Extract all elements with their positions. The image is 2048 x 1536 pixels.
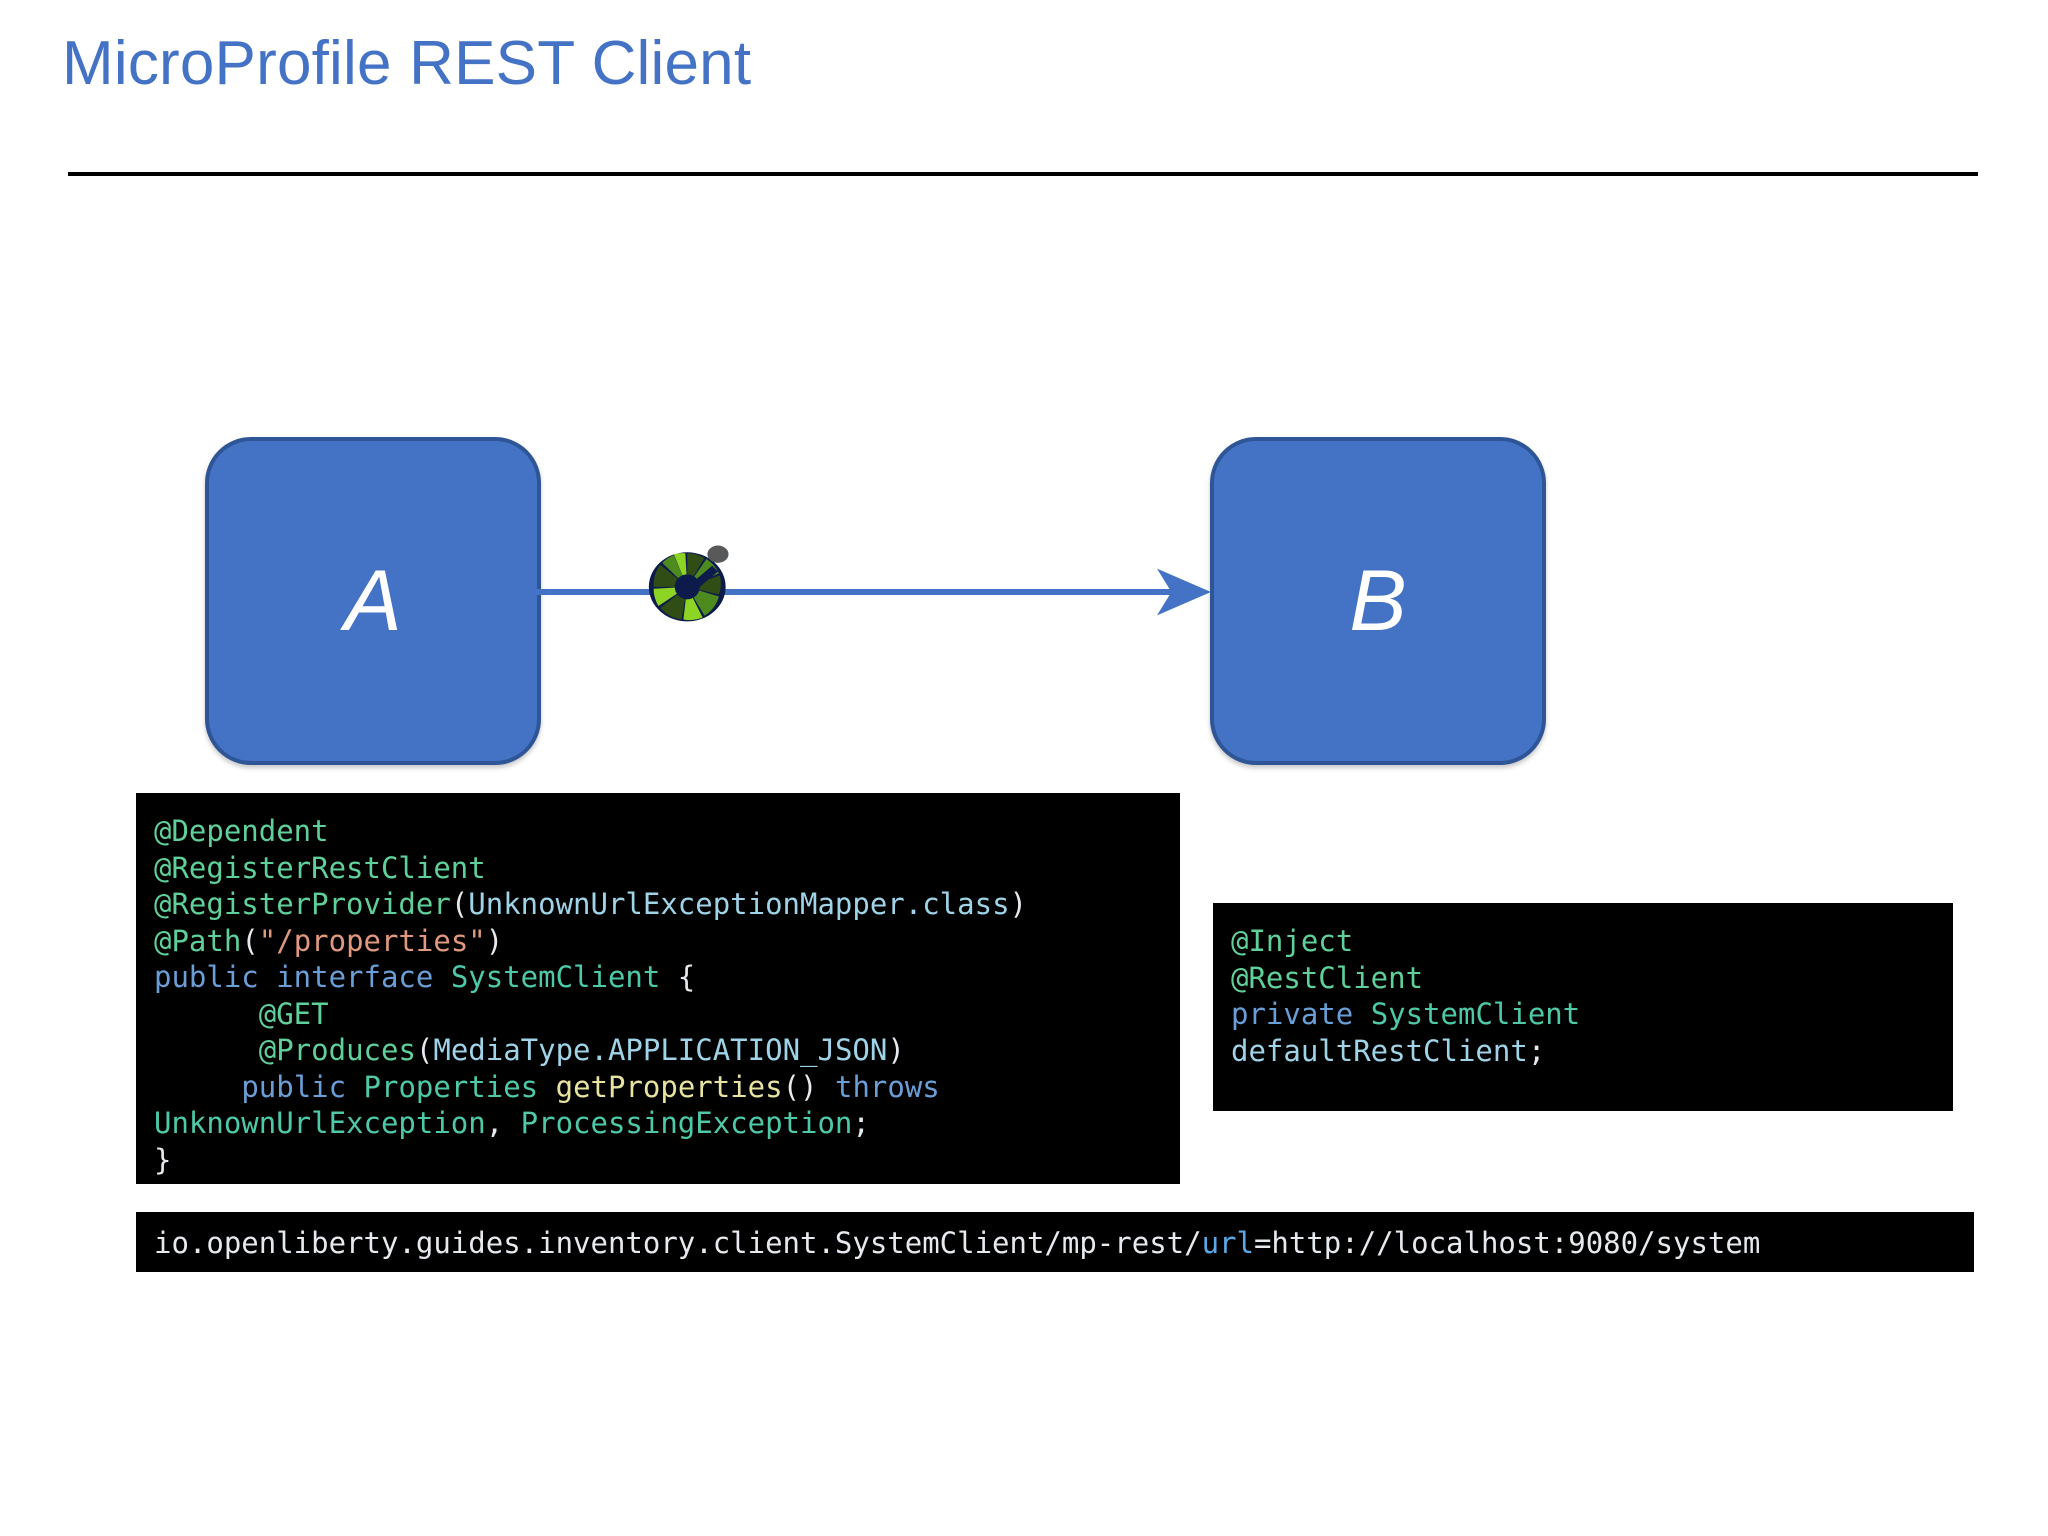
code-token: @Inject xyxy=(1231,924,1354,958)
code-line: @Produces(MediaType.APPLICATION_JSON) xyxy=(154,1033,905,1067)
title-divider xyxy=(68,172,1978,176)
code-token: @Produces xyxy=(258,1033,416,1067)
microprofile-logo-icon xyxy=(648,545,729,622)
code-token: getProperties xyxy=(555,1069,783,1104)
code-token: defaultRestClient xyxy=(1231,1033,1528,1068)
code-token: { xyxy=(660,960,696,994)
code-line: @GET xyxy=(154,997,329,1031)
code-line: } xyxy=(154,1143,171,1177)
code-line: UnknownUrlException, ProcessingException… xyxy=(154,1106,870,1140)
code-token: () xyxy=(782,1069,835,1104)
code-token: public interface xyxy=(154,960,451,994)
code-token: ProcessingException xyxy=(520,1106,853,1140)
architecture-diagram: A B xyxy=(205,437,1546,765)
code-token: ) xyxy=(485,923,504,958)
service-node-b[interactable]: B xyxy=(1210,437,1546,765)
code-token: @GET xyxy=(258,996,329,1031)
code-line: private SystemClient xyxy=(1231,997,1580,1031)
code-token: ) xyxy=(1009,887,1027,921)
code-token: @RestClient xyxy=(1231,960,1424,995)
code-token: @RegisterRestClient xyxy=(154,850,486,885)
code-token: } xyxy=(154,1142,172,1177)
code-token: url xyxy=(1201,1226,1254,1260)
service-node-b-label: B xyxy=(1349,553,1407,649)
code-token: , xyxy=(485,1106,521,1140)
code-token: UnknownUrlException xyxy=(154,1106,486,1140)
service-node-a[interactable]: A xyxy=(205,437,541,765)
code-token: MediaType.APPLICATION_JSON xyxy=(433,1033,888,1067)
mp-rest-url-config-line: io.openliberty.guides.inventory.client.S… xyxy=(136,1212,1974,1272)
code-line: public Properties getProperties() throws xyxy=(154,1069,940,1104)
code-token: @Path xyxy=(154,923,242,958)
code-token: SystemClient xyxy=(450,960,661,994)
rest-client-injection-code-block: @Inject @RestClient private SystemClient… xyxy=(1213,903,1953,1111)
code-token: ( xyxy=(415,1033,434,1067)
code-token: throws xyxy=(834,1069,940,1104)
code-token: io.openliberty.guides.inventory.client.S… xyxy=(154,1226,1202,1260)
code-token: ( xyxy=(241,923,259,958)
code-line: io.openliberty.guides.inventory.client.S… xyxy=(154,1226,1760,1260)
code-token: ( xyxy=(450,887,469,921)
code-token: @RegisterProvider xyxy=(154,887,451,921)
code-token: ) xyxy=(887,1033,905,1067)
code-token: UnknownUrlExceptionMapper.class xyxy=(468,887,1010,921)
code-line: @RestClient xyxy=(1231,961,1423,995)
code-line: defaultRestClient; xyxy=(1231,1034,1545,1068)
code-token: Properties xyxy=(363,1069,539,1104)
code-line: public interface SystemClient { xyxy=(154,960,695,994)
code-line: @Inject xyxy=(1231,924,1353,958)
code-token: "/properties" xyxy=(258,923,486,958)
code-token: ; xyxy=(1527,1033,1546,1068)
code-token xyxy=(154,1033,259,1067)
code-token: SystemClient xyxy=(1370,997,1581,1031)
code-token: =http://localhost:9080/system xyxy=(1253,1226,1761,1260)
code-token xyxy=(538,1070,555,1104)
code-line: @Dependent xyxy=(154,814,329,848)
page-title: MicroProfile REST Client xyxy=(62,29,752,98)
service-node-a-label: A xyxy=(344,553,402,649)
code-line: @Path("/properties") xyxy=(154,924,503,958)
rest-call-arrow-icon xyxy=(520,568,1211,616)
code-line: @RegisterRestClient xyxy=(154,851,486,885)
code-token xyxy=(154,1070,241,1104)
code-token xyxy=(154,997,259,1031)
code-token: public xyxy=(241,1069,364,1104)
code-token: @Dependent xyxy=(154,814,329,848)
code-token: private xyxy=(1231,997,1371,1031)
system-client-interface-code-block: @Dependent @RegisterRestClient @Register… xyxy=(136,793,1180,1184)
code-token: ; xyxy=(852,1106,870,1140)
code-line: @RegisterProvider(UnknownUrlExceptionMap… xyxy=(154,887,1027,921)
